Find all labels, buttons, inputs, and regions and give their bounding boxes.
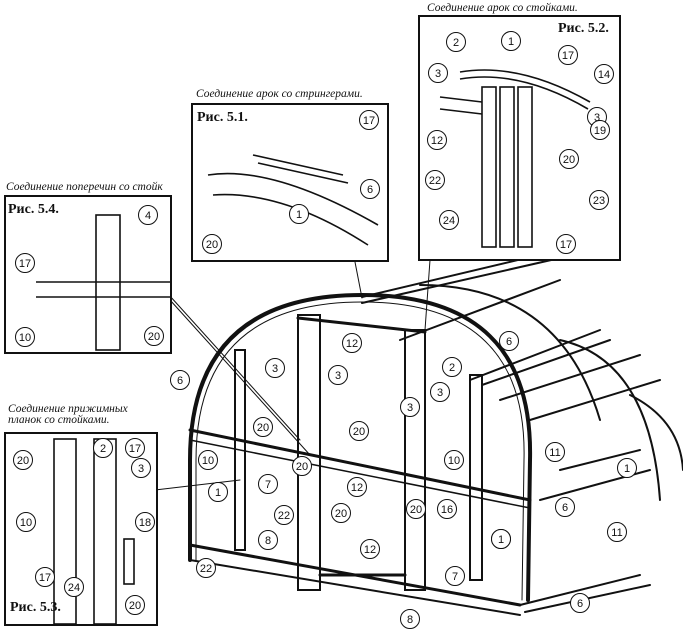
- callout-fig54-3: 20: [144, 326, 164, 346]
- callout-fig53-1: 2: [93, 438, 113, 458]
- caption-fig-5-4: Соединение поперечин со стойк: [6, 181, 163, 193]
- callout-fig54-0: 4: [138, 205, 158, 225]
- callout-main-8: 20: [253, 417, 273, 437]
- callout-main-18: 7: [258, 474, 278, 494]
- callout-main-16: 12: [347, 477, 367, 497]
- callout-fig51-3: 1: [289, 204, 309, 224]
- inset-fig-5-1: [191, 103, 389, 262]
- callout-main-21: 6: [555, 497, 575, 517]
- callout-main-28: 1: [491, 529, 511, 549]
- callout-fig52-9: 20: [559, 149, 579, 169]
- callout-main-10: 20: [331, 503, 351, 523]
- caption-fig-5-3: Соединение прижимных планок со стойками.: [8, 403, 128, 426]
- callout-fig53-0: 20: [13, 450, 33, 470]
- fig-title-5-2: Рис. 5.2.: [558, 21, 609, 36]
- callout-fig52-1: 1: [501, 31, 521, 51]
- callout-fig52-7: 19: [590, 120, 610, 140]
- callout-fig52-12: 17: [556, 234, 576, 254]
- callout-fig53-2: 17: [125, 438, 145, 458]
- callout-fig52-11: 23: [589, 190, 609, 210]
- callout-fig52-3: 3: [428, 63, 448, 83]
- callout-main-5: 2: [442, 357, 462, 377]
- callout-main-22: 1: [617, 458, 637, 478]
- callout-fig53-6: 17: [35, 567, 55, 587]
- callout-main-20: 16: [437, 499, 457, 519]
- fig-5-2-drawing: [439, 69, 591, 248]
- fig-5-4-drawing: [36, 214, 170, 351]
- callout-main-31: 6: [570, 593, 590, 613]
- callout-fig53-3: 3: [131, 458, 151, 478]
- callout-main-15: 20: [292, 456, 312, 476]
- callout-main-29: 7: [445, 566, 465, 586]
- callout-fig51-2: 20: [202, 234, 222, 254]
- fig-title-5-4: Рис. 5.4.: [8, 202, 59, 217]
- callout-main-11: 10: [198, 450, 218, 470]
- callout-main-19: 20: [406, 499, 426, 519]
- callout-fig52-2: 17: [558, 45, 578, 65]
- callout-main-2: 6: [170, 370, 190, 390]
- callout-fig53-4: 10: [16, 512, 36, 532]
- callout-fig52-4: 14: [594, 64, 614, 84]
- callout-fig51-0: 17: [359, 110, 379, 130]
- inset-fig-5-4: [4, 195, 172, 354]
- callout-main-1: 12: [342, 333, 362, 353]
- callout-main-25: 8: [258, 530, 278, 550]
- callout-fig52-5: 12: [427, 130, 447, 150]
- fig-title-5-1: Рис. 5.1.: [197, 110, 248, 125]
- callout-main-9: 3: [400, 397, 420, 417]
- callout-fig52-10: 24: [439, 210, 459, 230]
- callout-fig53-5: 18: [135, 512, 155, 532]
- callout-fig54-1: 17: [15, 253, 35, 273]
- callout-main-0: 6: [499, 331, 519, 351]
- callout-fig54-2: 10: [15, 327, 35, 347]
- callout-fig53-8: 20: [125, 595, 145, 615]
- callout-main-4: 3: [328, 365, 348, 385]
- callout-fig53-7: 24: [64, 577, 84, 597]
- callout-main-23: 11: [607, 522, 627, 542]
- callout-main-26: 12: [360, 539, 380, 559]
- fig-title-5-3: Рис. 5.3.: [10, 600, 61, 615]
- callout-main-12: 10: [444, 450, 464, 470]
- callout-main-14: 1: [208, 482, 228, 502]
- callout-main-13: 11: [545, 442, 565, 462]
- caption-fig-5-1: Соединение арок со стрингерами.: [196, 88, 363, 100]
- callout-fig52-0: 2: [446, 32, 466, 52]
- callout-main-3: 3: [265, 358, 285, 378]
- callout-main-24: 22: [274, 505, 294, 525]
- callout-main-6: 3: [430, 382, 450, 402]
- callout-fig51-1: 6: [360, 179, 380, 199]
- fig-5-1-drawing: [207, 154, 379, 246]
- caption-fig-5-2: Соединение арок со стойками.: [427, 2, 578, 14]
- callout-main-7: 20: [349, 421, 369, 441]
- callout-main-30: 8: [400, 609, 420, 629]
- callout-fig52-8: 22: [425, 170, 445, 190]
- callout-main-27: 22: [196, 558, 216, 578]
